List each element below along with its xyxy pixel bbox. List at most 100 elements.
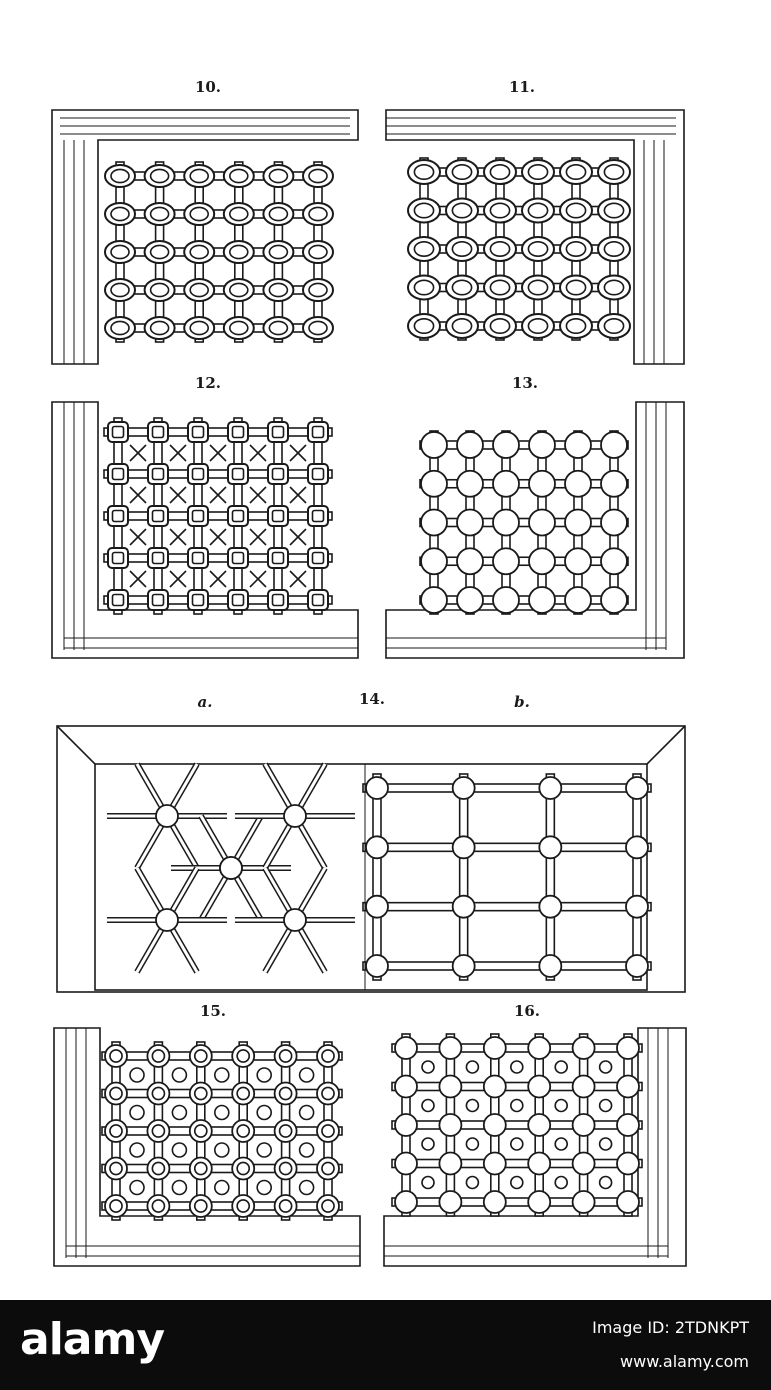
lattice-ball [564,586,592,614]
lattice-ring-inner [110,168,130,184]
lattice-small-ball [171,1104,188,1121]
lattice-ring-inner [451,241,473,258]
lattice-ball [492,431,520,459]
lattice-ball [438,1074,463,1099]
lattice-square-inner [151,551,165,565]
lattice-ball-inner [151,1161,166,1176]
lattice-ring-inner [229,320,249,336]
figure-14-label: 14. [358,690,386,708]
lattice-bar [372,773,382,981]
lattice-ball-inner [109,1161,123,1176]
lattice-ball [527,1074,552,1099]
lattice-square-inner [231,509,245,523]
lattice-ball [420,469,448,498]
lattice-ring-inner [110,282,130,298]
lattice-bar [545,773,556,981]
lattice-ball [600,469,628,498]
lattice-ball [564,469,592,498]
lattice-ring-inner [229,282,249,298]
lattice-ball [528,431,556,459]
lattice-ring-inner [110,320,130,336]
lattice-ball-inner [278,1086,293,1101]
lattice-ball-inner [193,1161,208,1176]
lattice-ball [616,1074,640,1099]
panel-frame [385,401,685,659]
site-link[interactable]: www.alamy.com [620,1352,749,1371]
lattice-ball [155,908,179,932]
lattice-square-inner [191,593,205,607]
lattice-small-ball [129,1179,145,1196]
panel-frame-moulding [63,402,85,650]
panel-frame-moulding [645,402,667,650]
lattice-small-ball [171,1142,188,1158]
lattice-bar [103,595,333,605]
lattice-ball [451,894,476,919]
lattice-small-ball [598,1098,613,1113]
brand-logo[interactable]: alamy [20,1314,165,1365]
lattice-ball [571,1113,596,1137]
lattice-square-inner [111,425,125,439]
lattice-small-ball [256,1179,272,1196]
lattice-small-ball [510,1175,524,1190]
lattice-bar [391,1043,643,1053]
lattice-cross [209,486,227,504]
lattice-ring-inner [527,318,549,335]
lattice-ball [365,894,389,919]
lattice-ball [616,1151,640,1176]
lattice-small-ball [554,1175,568,1190]
lattice-ring-inner [149,206,170,222]
lattice-ball [538,776,563,800]
lattice-square-inner [111,551,125,565]
illustration-page: 10. 11. 12. 13. a. 14. b. 15. 16. [51,78,687,1267]
lattice-square-inner [151,467,165,481]
lattice-bar [101,1088,343,1099]
figure-15-label: 15. [199,1002,227,1020]
lattice-square-inner [311,425,325,439]
lattice-square-inner [311,593,325,607]
lattice-ball [616,1113,640,1137]
lattice-ball-inner [109,1086,123,1101]
lattice-ball [394,1036,418,1060]
lattice-ring-inner [451,279,473,296]
lattice-square-inner [311,551,325,565]
lattice-ball [600,547,628,576]
figure-13-label: 13. [511,374,539,392]
lattice-ball [616,1190,640,1214]
lattice-small-ball [554,1060,568,1074]
lattice-ball [528,547,556,576]
lattice-ball [420,508,448,537]
lattice-panel-14 [56,725,686,993]
lattice-small-ball [598,1060,613,1074]
lattice-ball [438,1190,463,1214]
lattice-ball [527,1036,552,1060]
lattice-ball [625,894,649,919]
panel-frame-bevel [646,725,686,765]
lattice-ball-inner [321,1049,335,1063]
lattice-ball [420,547,448,576]
lattice-ball [571,1151,596,1176]
lattice-small-ball [129,1104,145,1121]
lattice-ball [482,1113,507,1137]
lattice-bar [391,1081,643,1092]
lattice-small-ball [554,1137,568,1151]
lattice-ball-inner [109,1049,123,1063]
lattice-ball [482,1190,507,1214]
lattice-ball [492,469,520,498]
figure-12-label: 12. [194,374,222,392]
lattice-ball-inner [278,1124,293,1138]
lattice-ring-inner [308,244,328,260]
lattice-ball [492,508,520,537]
lattice-ring-inner [149,320,170,336]
lattice-ring-inner [268,282,289,298]
panel-frame-moulding [386,117,676,135]
lattice-ball [528,508,556,537]
lattice-ball [492,586,520,614]
lattice-bar [391,1120,643,1130]
lattice-ring-inner [413,163,435,180]
lattice-small-ball [465,1060,480,1074]
lattice-bar [105,171,333,181]
lattice-ball [527,1190,552,1214]
lattice-ring-inner [565,163,587,180]
lattice-square-inner [271,551,285,565]
lattice-bar [101,1201,343,1211]
